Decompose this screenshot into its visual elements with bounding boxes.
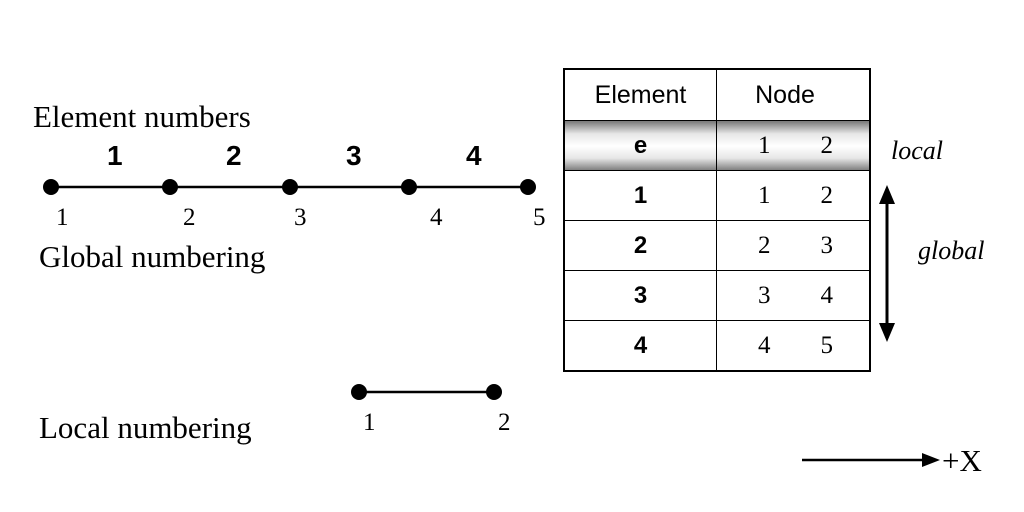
global-node-label-5: 5 — [533, 204, 546, 231]
node-first: 1 — [758, 131, 771, 159]
node-second: 5 — [820, 331, 834, 359]
local-numbering-label: Local numbering — [39, 410, 252, 445]
row-element-cell: 2 — [563, 220, 717, 271]
row-element-cell: 4 — [563, 320, 717, 372]
node-second: 2 — [820, 181, 834, 209]
table-header-row: Element Node — [563, 68, 871, 121]
local-node-label-1: 1 — [363, 409, 376, 436]
global-numbering-label: Global numbering — [39, 239, 266, 274]
element-number-4: 4 — [466, 140, 482, 171]
global-node-5 — [520, 179, 536, 195]
local-node-2 — [486, 384, 502, 400]
element-number-3: 3 — [346, 140, 362, 171]
global-node-2 — [162, 179, 178, 195]
node-first: 2 — [758, 231, 771, 259]
row-element-cell: 1 — [563, 170, 717, 221]
row-element-cell: 3 — [563, 270, 717, 321]
global-node-1 — [43, 179, 59, 195]
global-node-label-2: 2 — [183, 204, 196, 231]
local-node-1 — [351, 384, 367, 400]
element-numbers-label: Element numbers — [33, 99, 251, 134]
element-number-1: 1 — [107, 140, 123, 171]
header-node: Node — [716, 68, 871, 121]
global-arrow-up-head — [879, 185, 895, 204]
global-annotation: global — [918, 236, 985, 265]
node-first: 4 — [758, 331, 771, 359]
global-node-3 — [282, 179, 298, 195]
node-first: 1 — [758, 181, 771, 209]
node-second: 4 — [820, 281, 834, 309]
row-element-cell: e — [563, 120, 717, 171]
global-node-label-1: 1 — [56, 204, 69, 231]
global-node-label-3: 3 — [294, 204, 307, 231]
global-node-label-4: 4 — [430, 204, 443, 231]
local-node-label-2: 2 — [498, 409, 511, 436]
node-second: 3 — [820, 231, 834, 259]
element-number-2: 2 — [226, 140, 242, 171]
node-first: 3 — [758, 281, 771, 309]
global-node-4 — [401, 179, 417, 195]
global-arrow-down-head — [879, 323, 895, 342]
x-axis-arrow-head — [922, 453, 940, 467]
header-element: Element — [563, 68, 717, 121]
node-second: 2 — [820, 131, 834, 159]
x-axis-label: +X — [942, 443, 982, 478]
local-annotation: local — [891, 136, 943, 165]
